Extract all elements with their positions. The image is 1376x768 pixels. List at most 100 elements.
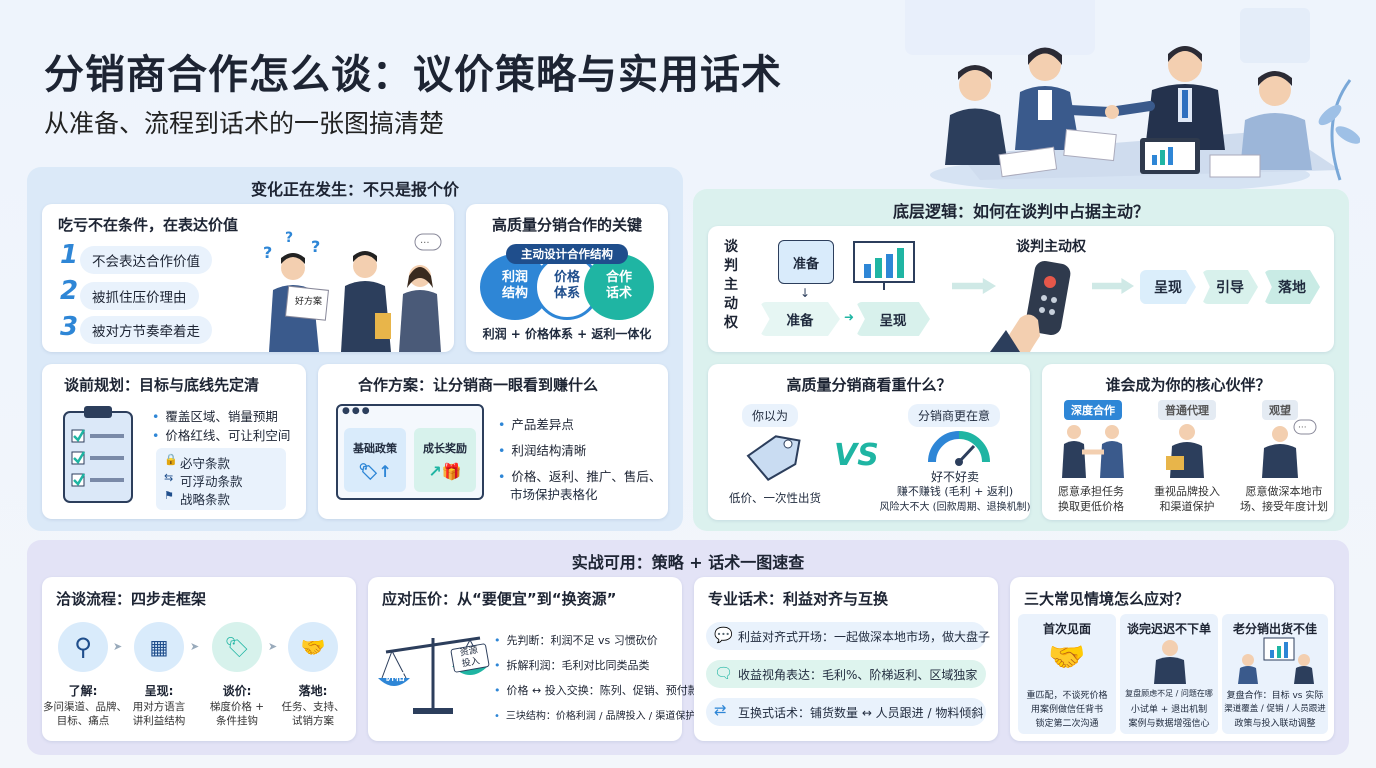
talk-row	[706, 698, 986, 726]
item-number: 2	[60, 276, 79, 306]
item-number: 3	[60, 312, 79, 342]
scene-line: 小试单 + 退出机制	[1130, 705, 1208, 715]
scenarios-title: 三大常见情境怎么应对？	[1024, 590, 1190, 608]
agent-with-box-icon	[1166, 424, 1204, 478]
step-desc: 任务、支持、	[281, 701, 345, 713]
care-line: 风险大不大 (回款周期、退换机制)	[879, 502, 1031, 513]
talk-row	[706, 660, 986, 688]
wait-and-see-tag: 观望	[1262, 400, 1298, 420]
price-item: 价格 ↔ 投入交换：陈列、促销、预付款	[494, 682, 699, 698]
step-desc: 多问渠道、品牌、	[43, 701, 127, 713]
problem-item: 被抓住压价理由	[80, 282, 199, 310]
worried-person-icon	[1154, 640, 1186, 684]
proposal-bullet: 产品差异点	[498, 414, 574, 433]
watch-caption: 愿意做深本地市	[1245, 485, 1323, 498]
chat-bubbles-icon: 🗨	[714, 664, 734, 682]
card-value-title: 吃亏不在条件，在表达价值	[58, 216, 239, 234]
deep-cooperation-tag: 深度合作	[1064, 400, 1122, 420]
arrow-icon: ➤	[268, 640, 278, 653]
must-clause: 必守条款	[180, 456, 231, 471]
step-desc: 目标、痛点	[56, 715, 110, 727]
scene-line: 用案例做信任背书	[1030, 705, 1103, 715]
talk-item: 利益对齐式开场：一起做深本地市场，做大盘子	[738, 630, 991, 644]
planning-bullet: 价格红线、可让利空间	[152, 425, 290, 444]
scene-line: 锁定第二次沟通	[1035, 719, 1099, 729]
proposal-bullet: 价格、返利、推广、售后、	[498, 466, 661, 485]
profit-structure-label: 利润 结构	[501, 270, 528, 301]
price-system-label: 价格 体系	[553, 270, 580, 301]
step-label: 落地:	[298, 684, 328, 698]
sliders-icon: ⇆	[164, 471, 174, 484]
scene-line: 案例与数据增强信心	[1128, 719, 1210, 729]
step-land-label: 落地	[1278, 280, 1306, 296]
search-icon: ⚲	[58, 622, 108, 672]
svg-text:?: ?	[285, 230, 293, 246]
step-label: 了解:	[68, 684, 98, 698]
proposal-bullet: 利润结构清晰	[498, 440, 586, 459]
thinking-person-icon: ···	[1262, 419, 1317, 478]
confused-team-illustration: ??? 好方案 ···	[263, 230, 442, 352]
talk-circle	[584, 254, 654, 320]
agent-caption: 重视品牌投入	[1154, 485, 1220, 498]
they-care-tag: 分销商更在意	[908, 404, 1001, 427]
step-present-label: 呈现	[1154, 280, 1182, 296]
flexible-clause: 可浮动条款	[180, 474, 243, 489]
chevron-present-label: 呈现	[879, 313, 907, 329]
step-land: 落地	[1264, 270, 1320, 304]
you-think-caption: 低价、一次性出货	[729, 491, 821, 505]
four-steps-title: 洽谈流程：四步走框架	[56, 590, 207, 608]
remote-control-icon	[990, 261, 1071, 352]
card-planning-title: 谈前规划：目标与底线先定清	[64, 376, 260, 394]
scale-left-label: 价格	[385, 672, 405, 683]
page-title: 分销商合作怎么谈：议价策略与实用话术	[44, 52, 782, 98]
scene-line: 政策与投入联动调整	[1234, 719, 1316, 729]
step-desc: 条件挂钩	[216, 715, 258, 727]
step-chevron-present: 呈现	[856, 302, 930, 336]
section-logic-heading: 底层逻辑：如何在谈判中占据主动？	[892, 202, 1149, 221]
scene-line: 复盘顾虑不足 / 问题在哪	[1125, 689, 1213, 698]
prepare-label: 准备	[792, 256, 819, 272]
talk-item: 互换式话术：铺货数量 ↔ 人员跟进 / 物料倾斜	[738, 706, 984, 720]
flag-icon: ⚑	[164, 489, 174, 502]
down-arrow-icon: ↓	[800, 286, 811, 300]
card-proposal-title: 合作方案：让分销商一眼看到赚什么	[358, 376, 599, 394]
scene-box	[1018, 614, 1116, 734]
ordinary-agent-tag: 普通代理	[1158, 400, 1216, 420]
scene-line: 复盘合作：目标 vs 实际	[1226, 691, 1324, 701]
step-desc: 试销方案	[292, 715, 334, 727]
meeting-illustration	[930, 46, 1360, 190]
clipboard-icon	[63, 406, 133, 503]
initiative-vertical-label: 谈判主动权	[724, 239, 738, 331]
price-tag-icon: 🏷	[212, 622, 262, 672]
step-desc: 梯度价格 +	[209, 701, 265, 713]
price-item: 拆解利润：毛利对比同类品类	[494, 657, 650, 673]
svg-text:···: ···	[1298, 423, 1307, 433]
care-line: 好不好卖	[930, 470, 979, 484]
gift-icon: ↗🎁	[428, 461, 462, 481]
card-key-title: 高质量分销合作的关键	[491, 216, 642, 234]
window-dots: ●●●	[342, 406, 372, 416]
design-structure-banner: 主动设计合作结构	[506, 244, 628, 264]
lock-icon: 🔒	[164, 453, 178, 466]
gauge-icon	[928, 431, 990, 466]
growth-reward-box: 成长奖励 ↗🎁	[414, 428, 476, 492]
planning-bullet: 覆盖区域、销量预期	[152, 406, 278, 425]
deep-caption: 换取更低价格	[1058, 500, 1124, 513]
care-line: 赚不赚钱 (毛利 + 返利)	[896, 485, 1014, 498]
handshake-icon: 🤝	[288, 622, 338, 672]
presentation-icon: ▦	[134, 622, 184, 672]
balance-scale-icon	[378, 636, 488, 714]
step-desc: 用对方语言	[132, 701, 186, 713]
key-footer: 利润 + 价格体系 + 返利一体化	[482, 327, 652, 341]
growth-reward-label: 成长奖励	[423, 441, 467, 455]
focus-title: 高质量分销商看重什么？	[786, 376, 952, 394]
step-present: 呈现	[1140, 270, 1196, 304]
price-item: 三块结构：价格利润 / 品牌投入 / 渠道保护	[494, 707, 695, 722]
presentation-board-icon	[853, 241, 915, 290]
review-meeting-icon	[1238, 637, 1314, 684]
step-guide: 引导	[1202, 270, 1258, 304]
page-subtitle: 从准备、流程到话术的一张图搞清楚	[44, 109, 445, 138]
svg-text:?: ?	[263, 243, 272, 262]
base-policy-box: 基础政策 🏷↑	[344, 428, 406, 492]
chat-bubble-icon: 💬	[714, 626, 733, 644]
